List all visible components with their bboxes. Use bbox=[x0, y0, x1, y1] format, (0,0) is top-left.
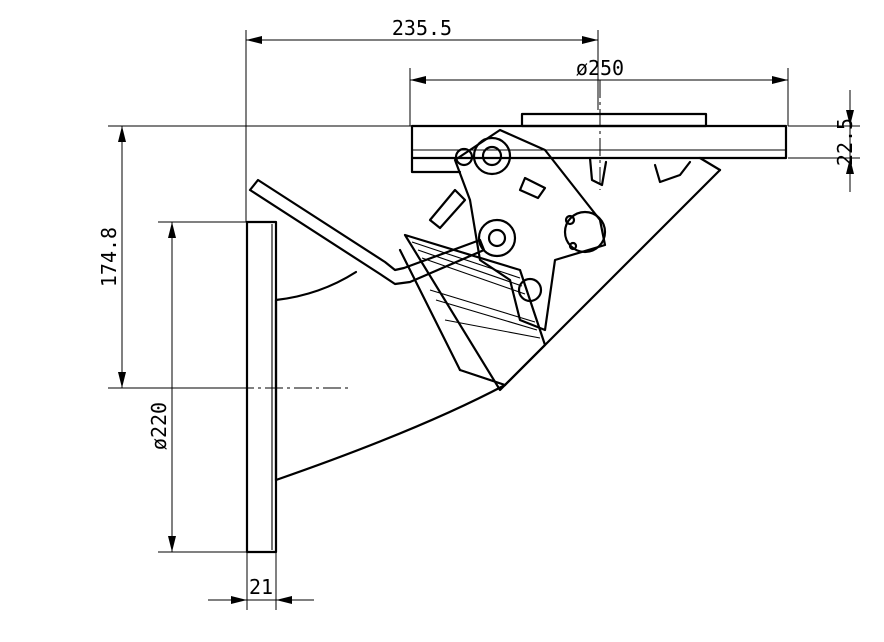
dim-height: 174.8 bbox=[97, 125, 412, 389]
dim-plate-diameter-label: ø250 bbox=[576, 56, 624, 80]
dim-flange-diameter: ø220 bbox=[147, 221, 247, 553]
clamp-mechanism bbox=[428, 128, 607, 332]
dim-flange-thickness: 21 bbox=[208, 552, 314, 610]
dim-top-width: 235.5 bbox=[245, 16, 599, 222]
center-lines bbox=[236, 80, 601, 389]
elbow-body bbox=[274, 168, 722, 482]
top-plate bbox=[410, 112, 788, 187]
ribbed-coupling bbox=[403, 233, 547, 392]
vertical-flange bbox=[245, 220, 278, 554]
dim-plate-thickness: 22.5 bbox=[788, 90, 860, 192]
dim-top-width-label: 235.5 bbox=[392, 16, 452, 40]
dim-plate-thickness-label: 22.5 bbox=[833, 118, 857, 166]
dim-flange-diameter-label: ø220 bbox=[147, 402, 171, 450]
handle-lever bbox=[248, 178, 486, 286]
dim-height-label: 174.8 bbox=[97, 227, 121, 287]
dim-flange-thickness-label: 21 bbox=[249, 575, 273, 599]
dim-plate-diameter: ø250 bbox=[409, 56, 789, 126]
